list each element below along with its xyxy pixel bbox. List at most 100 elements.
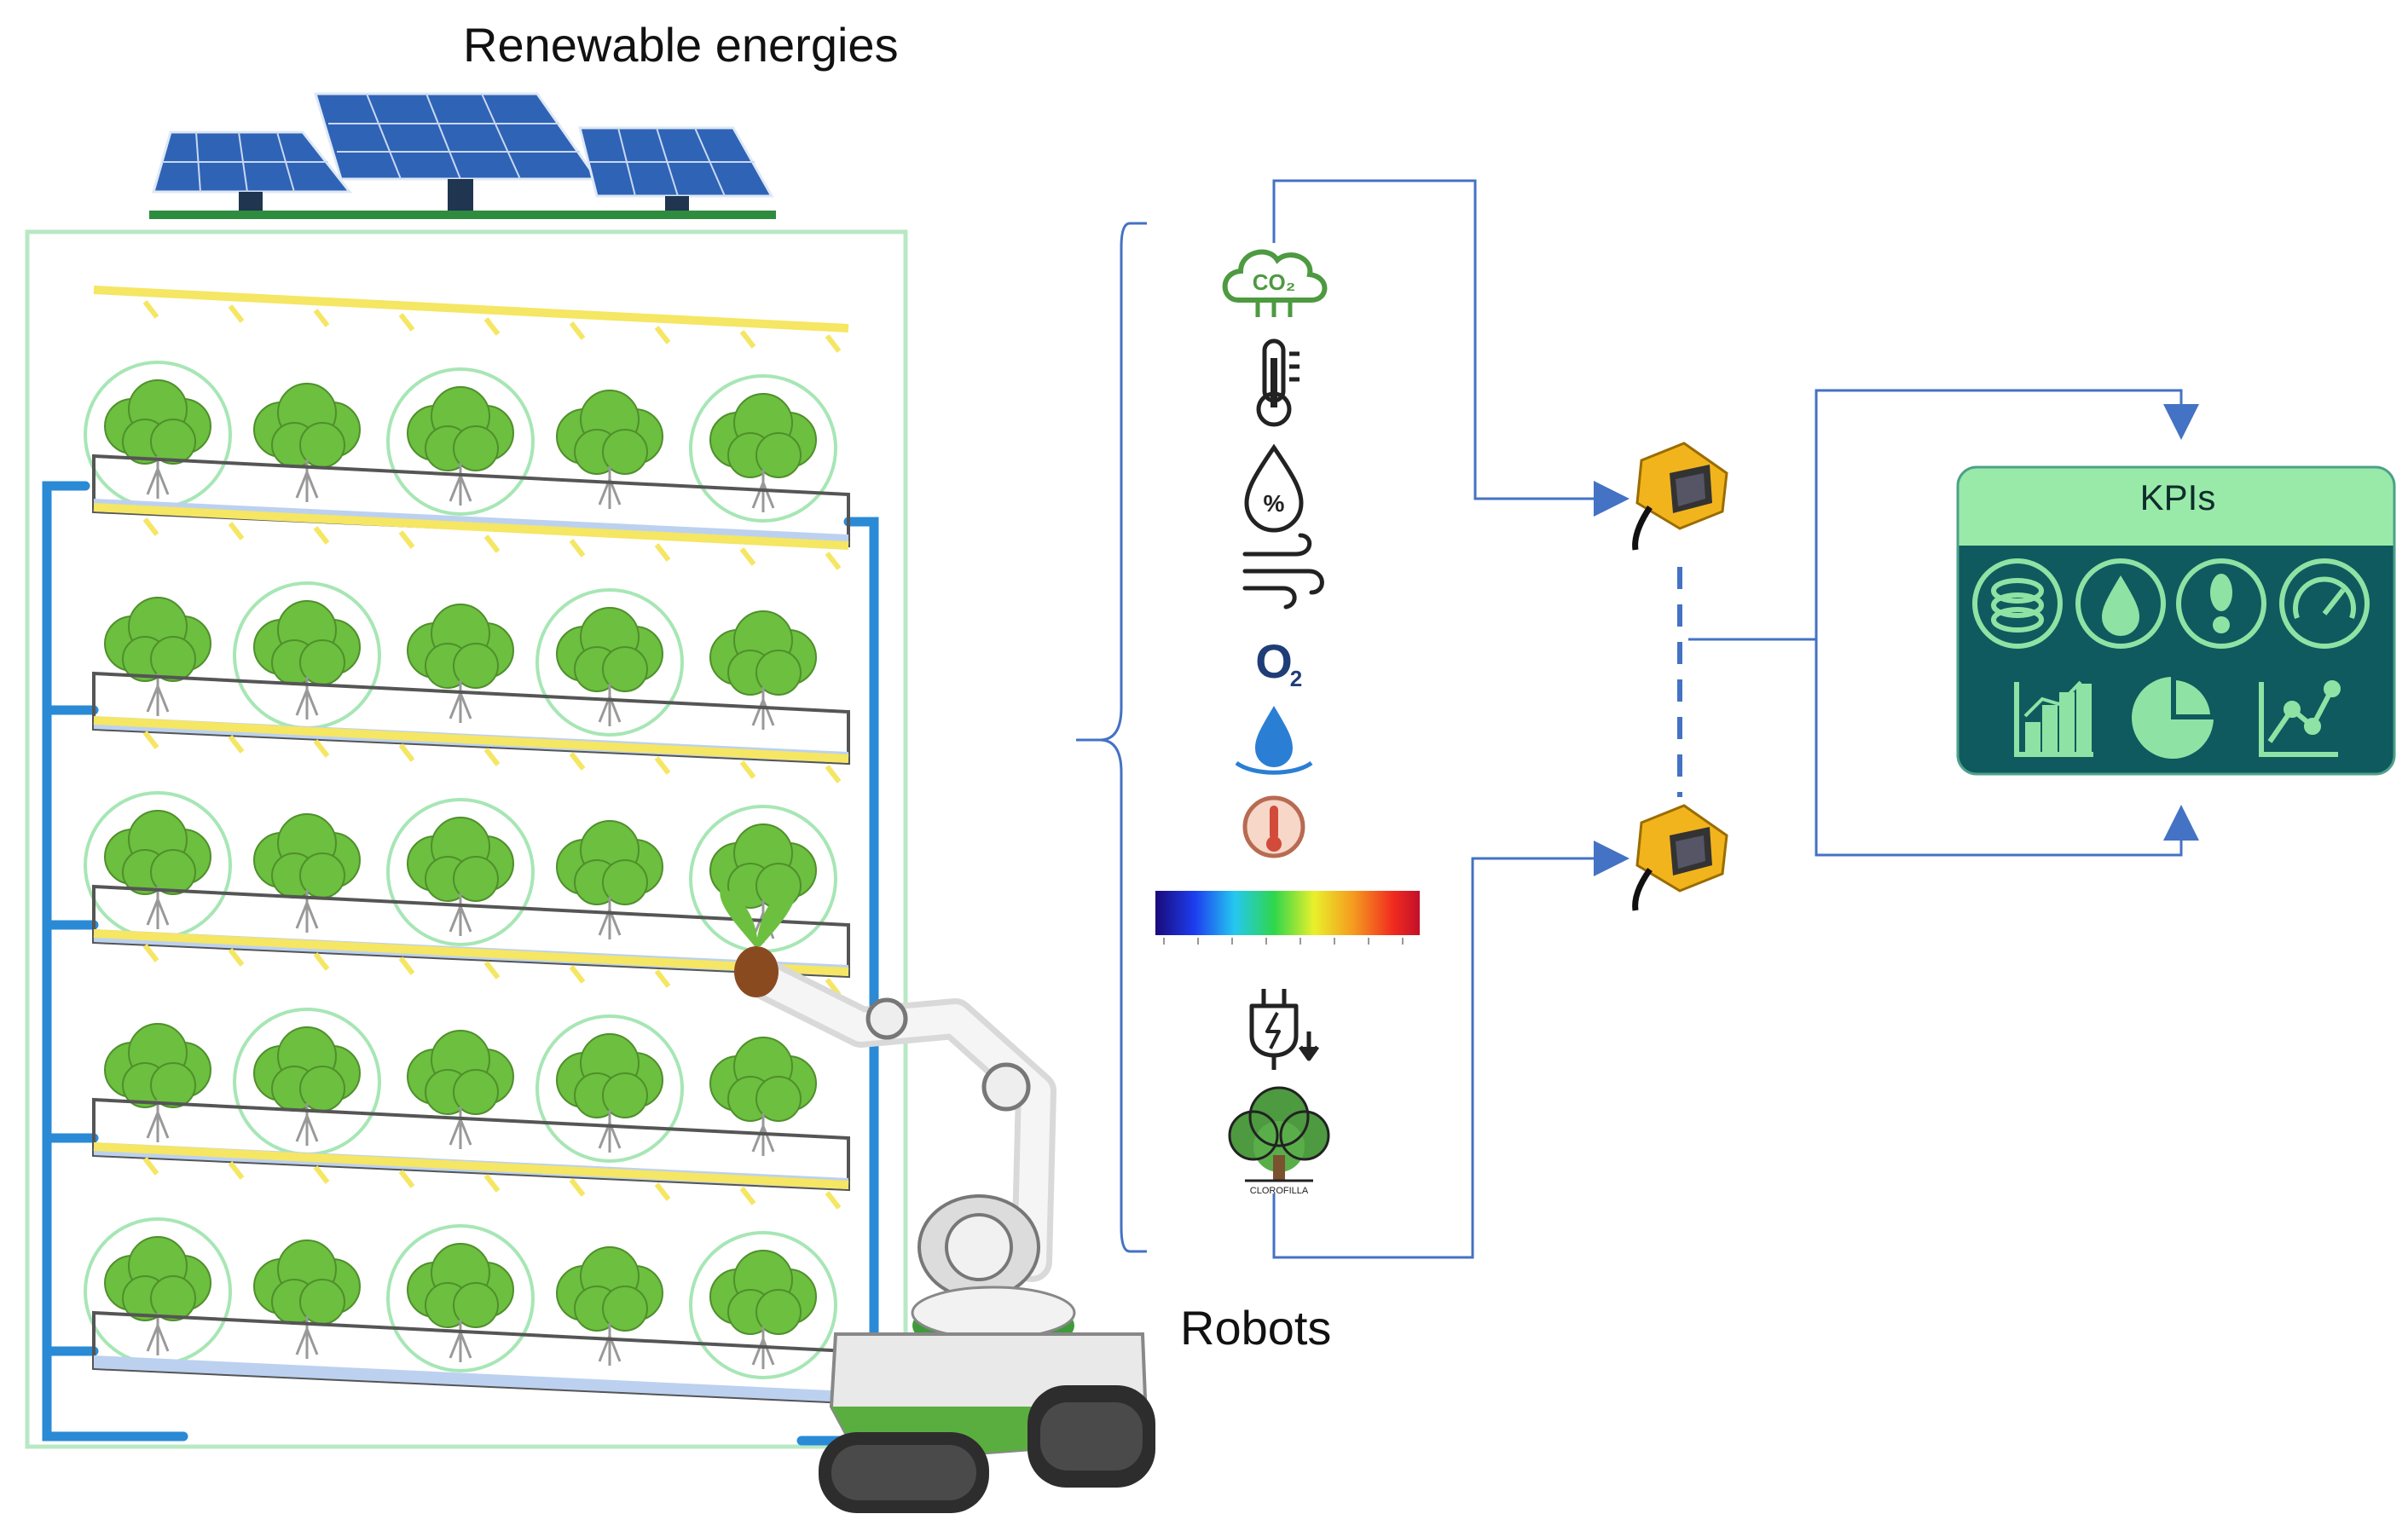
sensor-bracket: [1076, 222, 1147, 1253]
light-ray: [142, 944, 159, 962]
light-ray: [483, 317, 501, 336]
light-ray: [825, 334, 842, 353]
thermometer-icon: [1256, 338, 1300, 427]
light-ray: [398, 956, 415, 975]
lettuce-plant: [709, 1037, 817, 1156]
light-ray: [654, 1182, 671, 1201]
light-ray: [398, 313, 415, 332]
water-drop-icon: [1235, 706, 1313, 775]
lettuce-plant: [386, 1224, 535, 1372]
light-ray: [483, 534, 501, 553]
light-ray: [569, 1178, 586, 1197]
drop-icon: [2075, 558, 2166, 649]
svg-text:2: 2: [1290, 666, 1302, 691]
light-ray: [825, 552, 842, 570]
lettuce-plant: [253, 813, 361, 933]
led-light-bar: [93, 286, 849, 332]
light-ray: [483, 1174, 501, 1193]
lettuce-plant: [84, 361, 232, 509]
light-ray: [483, 961, 501, 979]
svg-text:O: O: [1255, 634, 1293, 688]
lettuce-plant: [104, 597, 211, 716]
light-ray: [654, 756, 671, 775]
light-ray: [228, 948, 245, 967]
light-ray: [739, 547, 756, 566]
pie-chart-icon: [2132, 674, 2216, 759]
lettuce-plant: [84, 791, 232, 939]
oxygen-icon: O 2: [1255, 634, 1302, 691]
bar-chart-icon: [2014, 680, 2093, 757]
lettuce-plant: [386, 798, 535, 946]
light-ray: [569, 539, 586, 558]
light-ray: [313, 952, 330, 971]
lettuce-plant: [535, 1014, 684, 1163]
growing-shelves: [84, 286, 850, 1405]
light-ray: [483, 748, 501, 766]
co2-cloud-icon: CO₂: [1222, 249, 1328, 317]
line-chart-icon: [2259, 680, 2341, 757]
footprint-icon: [2176, 558, 2266, 649]
light-ray: [313, 739, 330, 758]
light-ray: [739, 1187, 756, 1205]
lettuce-plant: [556, 820, 663, 939]
tree-icon: CLOROFILLA: [1228, 1086, 1330, 1196]
lettuce-plant: [253, 1239, 361, 1359]
light-ray: [313, 1165, 330, 1184]
lettuce-plant: [556, 390, 663, 509]
robots-label: Robots: [1180, 1301, 1332, 1355]
lettuce-plant: [84, 1217, 232, 1366]
light-ray: [398, 1170, 415, 1188]
led-light-bar: [93, 929, 849, 976]
lettuce-plant: [386, 367, 535, 516]
shelf-tier: [84, 1142, 850, 1405]
robot-arm: [720, 887, 1155, 1513]
lettuce-plant: [407, 1030, 514, 1149]
light-ray: [569, 321, 586, 340]
lettuce-plant: [407, 604, 514, 723]
light-ray: [228, 735, 245, 754]
lettuce-plant: [233, 581, 381, 730]
lettuce-plant: [253, 383, 361, 502]
solar-panels: [149, 92, 776, 219]
light-ray: [739, 760, 756, 779]
lettuce-plant: [556, 1246, 663, 1366]
speedometer-icon: [2279, 558, 2370, 649]
svg-text:CO₂: CO₂: [1253, 269, 1296, 295]
wind-icon: [1242, 533, 1324, 610]
humidity-drop-icon: %: [1244, 443, 1304, 533]
light-ray: [228, 1161, 245, 1180]
light-ray: [142, 1157, 159, 1176]
light-ray: [228, 304, 245, 323]
lettuce-plant: [233, 1008, 381, 1156]
light-ray: [398, 530, 415, 549]
power-plug-icon: [1249, 989, 1320, 1070]
light-ray: [569, 752, 586, 771]
led-light-bar: [93, 503, 849, 550]
gateway-device-top: [1632, 442, 1728, 551]
gateway-device-bottom: [1632, 804, 1728, 911]
lettuce-plant: [689, 1231, 837, 1379]
led-light-bar: [93, 716, 849, 763]
lettuce-plant: [689, 374, 837, 523]
light-ray: [825, 1191, 842, 1210]
light-ray: [398, 743, 415, 762]
light-ray: [654, 543, 671, 562]
renewable-energies-label: Renewable energies: [463, 18, 899, 72]
light-ray: [654, 326, 671, 344]
spectrum-bar-icon: [1155, 891, 1420, 945]
thermal-gauge-icon: [1242, 795, 1305, 858]
light-ray: [739, 330, 756, 349]
lettuce-plant: [689, 805, 837, 953]
lettuce-plant: [535, 588, 684, 737]
led-light-bar: [93, 1142, 849, 1189]
light-ray: [313, 526, 330, 545]
chlorophyll-caption: CLOROFILLA: [1250, 1186, 1309, 1196]
light-ray: [142, 731, 159, 749]
connectors: [1272, 179, 2199, 1259]
svg-text:%: %: [1264, 490, 1285, 517]
light-ray: [569, 965, 586, 984]
lettuce-plant: [104, 1023, 211, 1142]
lettuce-plant: [709, 610, 817, 730]
coins-icon: [1972, 558, 2063, 649]
